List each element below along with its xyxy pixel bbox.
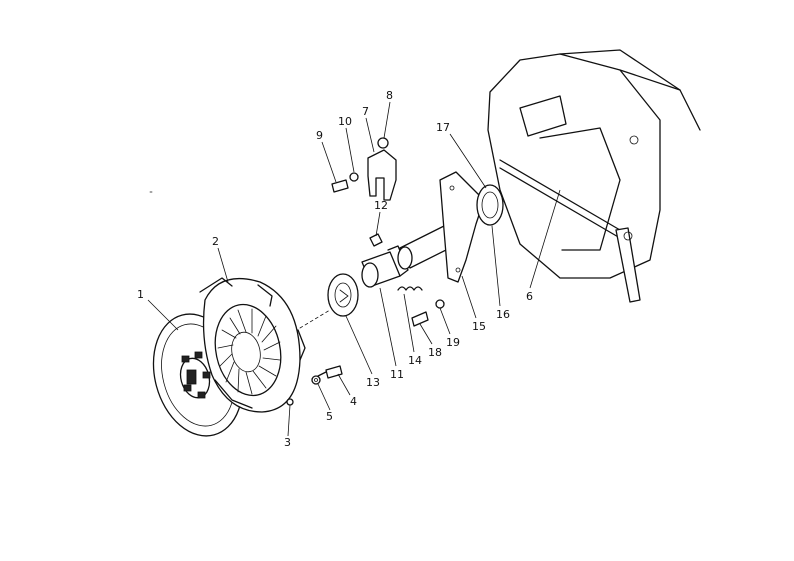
callout-5: 5 [326,410,333,423]
callout-8: 8 [386,89,393,102]
part-clip-12 [369,233,383,247]
callout-11: 11 [390,368,404,381]
callout-17: 17 [436,121,450,134]
callout-13: 13 [366,376,380,389]
callout-6: 6 [526,290,533,303]
assembly-axis [149,191,331,329]
callout-10: 10 [338,115,352,128]
leader-lines [147,101,561,437]
part-bolt-4 [317,365,343,379]
part-oil-seal [476,184,504,226]
callout-16: 16 [496,308,510,321]
callout-18: 18 [428,346,442,359]
callout-4: 4 [350,395,357,408]
callout-15: 15 [472,320,486,333]
part-washer-10 [349,172,359,182]
part-bearing-hub [361,245,409,288]
callout-1: 1 [137,288,144,301]
part-fastener-3 [286,398,294,406]
callout-19: 19 [446,336,460,349]
part-release-bearing [327,273,359,317]
part-release-fork [367,137,397,201]
callout-labels: 1 2 3 4 5 6 7 8 9 10 11 12 13 14 15 16 1… [137,89,533,449]
part-pressure-plate [199,277,306,413]
callout-7: 7 [362,105,369,118]
callout-9: 9 [316,129,323,142]
part-bolt-9 [331,179,349,193]
callout-3: 3 [284,436,291,449]
part-return-spring [397,286,423,291]
part-washer-5 [311,375,321,385]
callout-14: 14 [408,354,422,367]
part-transmission-housing [487,49,701,303]
part-bolt-18 [411,311,429,327]
callout-2: 2 [212,235,219,248]
part-bracket-plate [439,171,485,283]
callout-12: 12 [374,199,388,212]
part-washer-19 [435,299,445,309]
